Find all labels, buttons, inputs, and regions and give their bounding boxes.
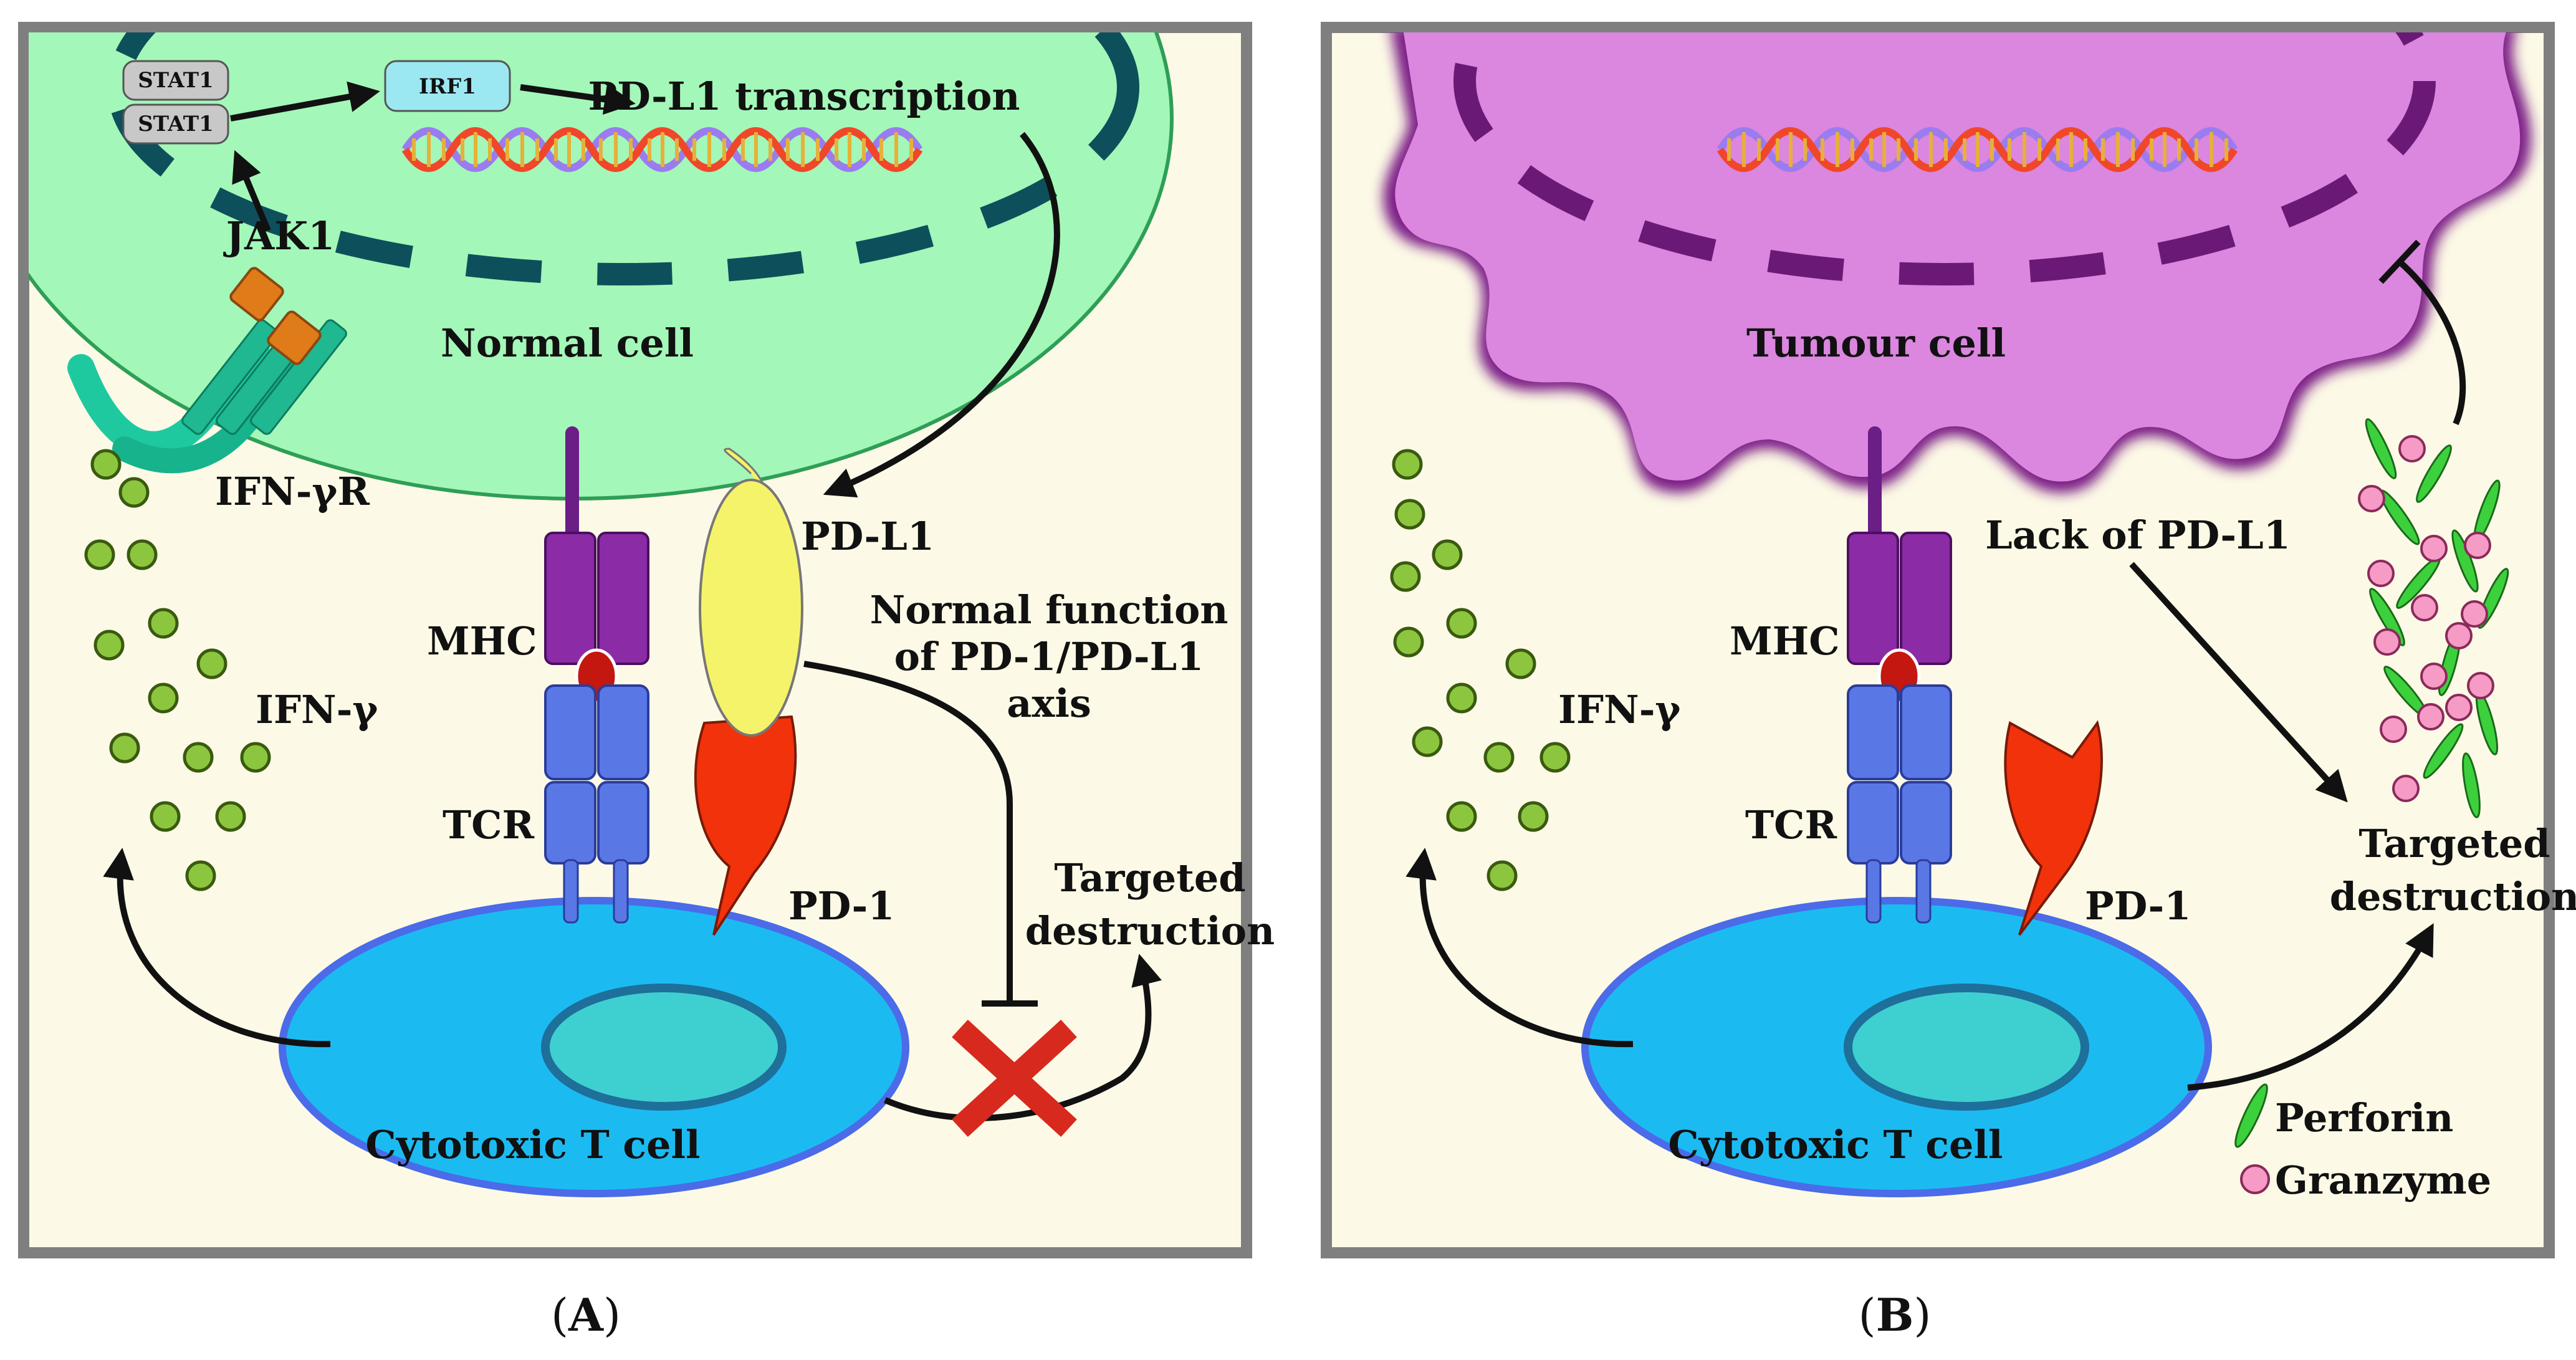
svg-text:(A): (A): [551, 1288, 621, 1341]
inhibition-bar-to-tumour: [2378, 239, 2421, 284]
granzyme-label: Granzyme: [2275, 1157, 2491, 1203]
pd-1-receptor: [2004, 720, 2103, 936]
panel-b-caption: (B): [1858, 1288, 1931, 1341]
panel-b-letter: B: [1876, 1288, 1914, 1341]
arrow-stat1-to-irf1: [230, 81, 380, 122]
pd-l1-label: PD-L1: [801, 514, 934, 559]
panel-a-letter: A: [568, 1288, 604, 1341]
stat1-bottom-label: STAT1: [138, 112, 213, 136]
arrow-transcription-to-pd-l1: [823, 132, 1060, 498]
ifn-gamma-label: IFN-γ: [1558, 687, 1681, 732]
jak1-icon: [229, 267, 322, 365]
tcr-label: TCR: [443, 802, 534, 848]
irf1-box: [384, 60, 511, 112]
cytotoxic-t-cell-label: Cytotoxic T cell: [1668, 1122, 2003, 1167]
tumour-cell-nucleus: [1453, 32, 2436, 285]
arrow-jak1-to-stat1: [232, 150, 271, 232]
pd-l1-pd-1-complex: [694, 448, 803, 936]
arrow-tcell-to-ifn-gamma: [103, 848, 331, 1048]
tumour-cell-body: [1383, 32, 2532, 493]
mhc-label: MHC: [1730, 618, 1840, 664]
inhibition-x-icon: [952, 1019, 1077, 1137]
t-cell-nucleus: [541, 984, 787, 1111]
tumour-cell-label: Tumour cell: [1746, 320, 2006, 366]
mhc-tcr-complex: [544, 426, 649, 924]
ifn-gamma-r-label: IFN-γR: [215, 469, 370, 514]
ifn-gamma-label: IFN-γ: [256, 687, 378, 732]
irf1-label: IRF1: [419, 74, 476, 99]
stat1-bottom-box: [122, 103, 229, 145]
arrow-tcell-to-destruction: [2187, 923, 2434, 1091]
perforin-label: Perforin: [2275, 1095, 2453, 1141]
mhc-tcr-complex: [1847, 426, 1952, 924]
normal-cell-nucleus: [107, 32, 1139, 285]
cytotoxic-t-cell-label: Cytotoxic T cell: [365, 1122, 700, 1167]
arrow-irf1-to-transcription: [520, 84, 636, 115]
lack-of-pd-l1-label: Lack of PD-L1: [1985, 512, 2291, 558]
tcr-label: TCR: [1745, 802, 1837, 848]
pd-1-label: PD-1: [2085, 883, 2191, 929]
arrow-lack-to-destruction: [2129, 562, 2348, 803]
perforin-legend-icon: [2234, 1083, 2268, 1148]
jak1-label: JAK1: [223, 213, 335, 259]
targeted-line1: Targeted: [2358, 821, 2550, 866]
panel-a: STAT1 STAT1 IRF1 PD-L1 transcription JAK…: [18, 22, 1275, 1258]
stat1-top-box: [122, 60, 229, 101]
arrow-tcell-to-destruction: [884, 954, 1162, 1121]
normal-function-line3: axis: [1007, 681, 1091, 726]
granzyme-legend-icon: [2240, 1164, 2270, 1194]
normal-cell-label: Normal cell: [441, 320, 694, 366]
arrow-tcell-to-ifn-gamma: [1405, 848, 1634, 1048]
svg-text:(B): (B): [1858, 1288, 1931, 1341]
targeted-line1: Targeted: [1054, 855, 1245, 901]
perforin-granzyme-cluster: [2358, 418, 2509, 818]
normal-function-line2: of PD-1/PD-L1: [894, 634, 1204, 679]
pd-1-label: PD-1: [788, 883, 894, 929]
t-cell-nucleus: [1844, 984, 2089, 1111]
inhibition-line-to-tumour: [2397, 259, 2466, 425]
panel-a-caption: (A): [551, 1288, 621, 1341]
stat1-top-label: STAT1: [138, 68, 213, 93]
targeted-line2: destruction: [2330, 874, 2576, 919]
targeted-line2: destruction: [1025, 908, 1275, 954]
pd-l1-transcription-label: PD-L1 transcription: [588, 74, 1020, 119]
panel-b: Tumour cell Lack of PD-L1 MHC IFN-γ TCR …: [1321, 22, 2576, 1258]
normal-function-line1: Normal function: [870, 587, 1228, 633]
mhc-label: MHC: [427, 618, 537, 664]
ifn-gamma-receptor-icon: [67, 319, 347, 474]
ifn-gamma-dots: [84, 449, 271, 891]
inhibition-line: [803, 661, 1013, 1000]
ifn-gamma-dots: [1390, 449, 1571, 891]
